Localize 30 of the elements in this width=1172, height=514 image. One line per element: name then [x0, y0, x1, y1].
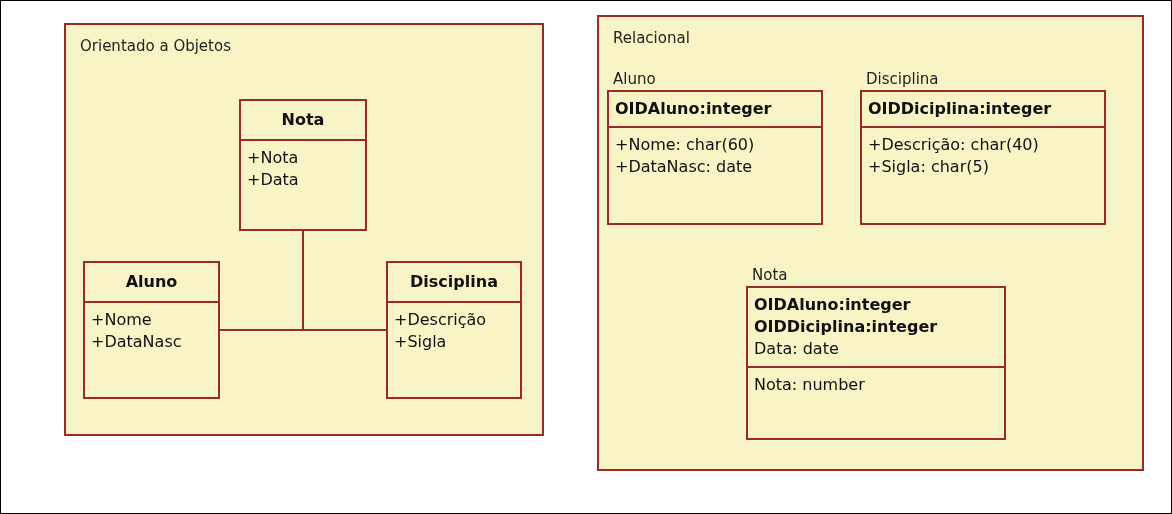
- attribute: Data: date: [754, 338, 840, 360]
- attribute: +Nome: [91, 309, 153, 331]
- key-field: OIDAluno:integer: [615, 98, 815, 120]
- table-name: Nota: [752, 266, 788, 284]
- key-field: OIDDiciplina:integer: [754, 316, 998, 338]
- class-name: Disciplina: [409, 271, 499, 293]
- attribute: +Nota: [247, 147, 300, 169]
- attribute: +Sigla: char(5): [868, 156, 990, 178]
- attribute: +Descrição: [394, 309, 488, 331]
- attribute: +DataNasc: [91, 331, 183, 353]
- class-box: [386, 261, 522, 399]
- attribute: Nota: number: [754, 374, 866, 396]
- table-name: Disciplina: [866, 70, 939, 88]
- panel-title: Relacional: [613, 29, 690, 47]
- attribute: +Nome: char(60): [615, 134, 756, 156]
- association-line: [302, 230, 387, 331]
- key-field: OIDAluno:integer: [754, 294, 998, 316]
- class-box: [83, 261, 220, 399]
- attribute: +Data: [247, 169, 300, 191]
- class-name: Nota: [280, 109, 326, 131]
- key-field: OIDDiciplina:integer: [868, 98, 1098, 120]
- model-panel: [64, 23, 544, 436]
- model-panel: [597, 15, 1144, 471]
- class-box: [239, 99, 367, 231]
- attribute: +Sigla: [394, 331, 448, 353]
- attribute: +DataNasc: date: [615, 156, 754, 178]
- table-name: Aluno: [613, 70, 656, 88]
- attribute: +Descrição: char(40): [868, 134, 1040, 156]
- panel-title: Orientado a Objetos: [80, 37, 231, 55]
- class-name: Aluno: [124, 271, 179, 293]
